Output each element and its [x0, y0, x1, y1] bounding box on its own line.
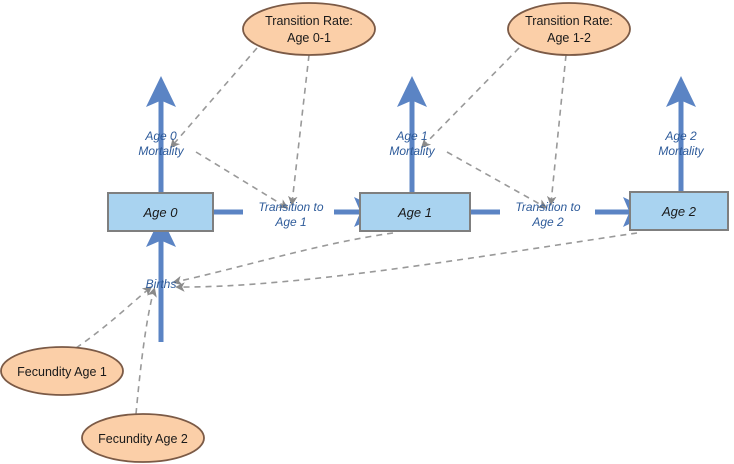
flow-label-transition-to-age1-line1: Transition to — [258, 200, 323, 214]
flow-label-age2-mortality: Age 2 Mortality — [658, 129, 704, 158]
stock-age2[interactable]: Age 2 — [629, 191, 729, 231]
flow-label-age2-mortality-line2: Mortality — [658, 144, 704, 158]
aux-fecundity-age-2[interactable]: Fecundity Age 2 — [81, 413, 205, 463]
link-fec1-to-births — [75, 286, 153, 349]
stock-age0-label: Age 0 — [143, 205, 179, 220]
flow-label-transition-to-age1-line2: Age 1 — [274, 215, 306, 229]
link-trate12-to-transition-age2 — [546, 54, 567, 206]
flow-label-births: Births — [146, 277, 177, 291]
aux-fecundity-age-1-label: Fecundity Age 1 — [17, 365, 107, 379]
flow-labels-layer: Age 0 Mortality Age 1 Mortality Age 2 Mo… — [138, 129, 704, 291]
stocks-layer: Age 0 Age 1 Age 2 — [107, 191, 729, 232]
aux-fecundity-age-2-label: Fecundity Age 2 — [98, 432, 188, 446]
stock-age2-box[interactable] — [629, 191, 729, 231]
aux-transition-rate-age-0-1[interactable]: Transition Rate: Age 0-1 — [242, 2, 376, 56]
auxiliaries-layer: Transition Rate: Age 0-1 Transition Rate… — [0, 2, 631, 463]
flow-label-age0-mortality-line2: Mortality — [138, 144, 184, 158]
flow-label-transition-to-age2-line2: Age 2 — [531, 215, 564, 229]
aux-transition-rate-age-1-2-ellipse[interactable] — [507, 2, 631, 56]
link-age2-to-births — [175, 232, 638, 292]
flow-label-transition-to-age2-line1: Transition to — [515, 200, 580, 214]
stock-age1-label: Age 1 — [397, 205, 432, 220]
flows-layer — [145, 76, 696, 342]
link-trate01-to-transition-age1 — [287, 54, 310, 206]
stock-age0[interactable]: Age 0 — [107, 192, 214, 232]
stock-age1-box[interactable] — [359, 192, 471, 232]
flow-label-age1-mortality-line1: Age 1 — [395, 129, 427, 143]
link-trate01-to-age0-mortality — [170, 47, 258, 149]
causal-links-layer — [75, 47, 638, 415]
flow-label-age1-mortality-line2: Mortality — [389, 144, 435, 158]
stock-age2-label: Age 2 — [661, 204, 697, 219]
stock-age1[interactable]: Age 1 — [359, 192, 471, 232]
aux-fecundity-age-2-ellipse[interactable] — [81, 413, 205, 463]
link-fec2-to-births — [135, 287, 157, 415]
flow-label-age1-mortality: Age 1 Mortality — [389, 129, 435, 158]
aux-transition-rate-age-1-2-line2: Age 1-2 — [547, 31, 591, 45]
flow-label-age0-mortality-line1: Age 0 — [144, 129, 177, 143]
aux-transition-rate-age-0-1-ellipse[interactable] — [242, 2, 376, 56]
aux-transition-rate-age-0-1-line1: Transition Rate: — [265, 14, 353, 28]
aux-transition-rate-age-0-1-line2: Age 0-1 — [287, 31, 331, 45]
flow-label-age2-mortality-line1: Age 2 — [664, 129, 697, 143]
flow-label-age0-mortality: Age 0 Mortality — [138, 129, 184, 158]
flow-label-births-line1: Births — [146, 277, 177, 291]
link-age1-to-births — [172, 232, 394, 286]
aux-transition-rate-age-1-2[interactable]: Transition Rate: Age 1-2 — [507, 2, 631, 56]
flow-label-transition-to-age1: Transition to Age 1 — [258, 200, 323, 229]
aux-transition-rate-age-1-2-line1: Transition Rate: — [525, 14, 613, 28]
aux-fecundity-age-1-ellipse[interactable] — [0, 346, 124, 396]
link-trate12-to-age1-mortality — [420, 47, 520, 149]
stock-age0-box[interactable] — [107, 192, 214, 232]
link-trate12-to-transition-age2-slant — [446, 151, 548, 209]
flow-label-transition-to-age2: Transition to Age 2 — [515, 200, 580, 229]
aux-fecundity-age-1[interactable]: Fecundity Age 1 — [0, 346, 124, 396]
